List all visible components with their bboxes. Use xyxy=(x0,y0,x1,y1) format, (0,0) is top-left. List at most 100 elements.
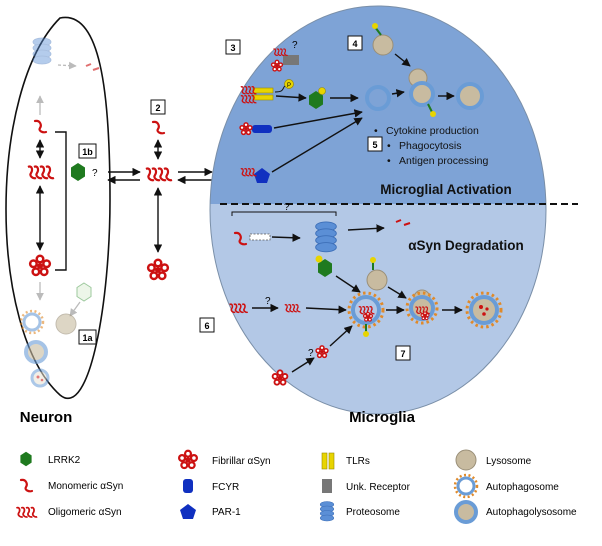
neuron-lrrk2-question: ? xyxy=(92,168,98,179)
degradation-bracket-question: ? xyxy=(284,202,290,213)
par1-icon xyxy=(180,504,196,519)
legend-item-fcyr: FCYR xyxy=(183,479,239,493)
neuron-arrow-lrrk2-lyso xyxy=(69,301,81,317)
neuron-light-lrrk2 xyxy=(76,282,92,302)
lrrk2-icon xyxy=(20,451,32,467)
legend-item-par1: PAR-1 xyxy=(180,504,241,519)
arrow-proteosome-out xyxy=(347,224,385,233)
legend-label-monomer: Monomeric αSyn xyxy=(48,481,123,492)
degradation-bracket xyxy=(231,211,337,216)
dashed-transport xyxy=(249,233,271,241)
legend-item-oligomer: Oligomeric αSyn xyxy=(15,506,122,518)
fibril-entry-question: ? xyxy=(308,348,314,359)
arrow-par1-to-activation xyxy=(271,117,363,173)
arrow-lrrk2-down xyxy=(335,275,361,293)
arrow-lyso-to-fusion xyxy=(394,53,411,67)
tlr-icon xyxy=(321,452,335,470)
activation-list-bullet-3: • xyxy=(387,155,391,167)
legend-item-lysosome: Lysosome xyxy=(455,449,532,471)
par1-complex xyxy=(240,168,270,183)
marker-4: 4 xyxy=(352,39,357,49)
activation-lysosome xyxy=(372,23,394,56)
marker-1a: 1a xyxy=(82,333,93,343)
legend-label-fcyr: FCYR xyxy=(212,482,239,493)
neuron-membrane xyxy=(5,16,111,399)
legend-label-autophagolysosome: Autophagolysosome xyxy=(486,507,577,518)
degradation-proteosome xyxy=(315,221,337,253)
asyn-degradation-label: αSyn Degradation xyxy=(408,238,524,253)
neuron-lysosome xyxy=(55,313,77,335)
activation-list: • Cytokine production • Phagocytosis • A… xyxy=(374,125,488,167)
microglia-cell xyxy=(209,5,547,415)
extra-fibril xyxy=(146,258,170,281)
microglia-label: Microglia xyxy=(349,409,416,426)
arrow-fcyr-to-activation xyxy=(273,109,363,129)
neuron-monomer xyxy=(33,119,48,134)
neuron-oligomer xyxy=(26,165,56,180)
marker-6: 6 xyxy=(204,321,209,331)
marker-2: 2 xyxy=(155,103,160,113)
activation-list-bullet-1: • xyxy=(374,125,378,137)
marker-1b: 1b xyxy=(82,147,93,157)
legend: LRRK2 Monomeric αSyn Oligomeric αSyn Fib… xyxy=(15,449,577,524)
degraded-fragments xyxy=(395,219,411,226)
legend-item-autophagolysosome: Autophagolysosome xyxy=(454,500,577,524)
activation-autophagosome xyxy=(365,85,391,111)
marker-1b-box xyxy=(78,143,97,159)
unk-receptor-icon xyxy=(322,479,332,493)
neuron-fibril xyxy=(28,254,52,277)
legend-label-lysosome: Lysosome xyxy=(486,456,532,467)
neuron-fragments xyxy=(85,63,100,71)
marker-4-box xyxy=(347,35,363,51)
extra-oligomer xyxy=(144,167,174,182)
legend-label-unk-receptor: Unk. Receptor xyxy=(346,482,411,493)
degradation-lysosome xyxy=(366,257,388,291)
marker-5-box xyxy=(367,136,383,152)
activation-fusion xyxy=(408,68,436,117)
legend-label-fibril: Fibrillar αSyn xyxy=(212,456,271,467)
legend-label-proteosome: Proteosome xyxy=(346,507,400,518)
activation-list-item-2: Phagocytosis xyxy=(399,140,461,152)
degradation-autophagosome xyxy=(347,291,385,337)
marker-5: 5 xyxy=(372,140,377,150)
proteosome-icon xyxy=(319,501,335,522)
legend-item-tlr: TLRs xyxy=(321,452,370,470)
tlr-complex: P xyxy=(240,79,294,104)
legend-label-autophagosome: Autophagosome xyxy=(486,482,559,493)
degradation-lrrk2 xyxy=(315,255,332,277)
arrow-fibril-entry xyxy=(291,357,315,373)
legend-item-unk-receptor: Unk. Receptor xyxy=(322,479,411,493)
legend-item-fibril: Fibrillar αSyn xyxy=(178,449,271,470)
marker-3-box xyxy=(225,39,241,55)
arrow-oligomer-to-autophagosome xyxy=(305,305,347,314)
extra-monomer xyxy=(151,120,166,135)
autophagolysosome-icon xyxy=(454,500,478,524)
legend-label-oligomer: Oligomeric αSyn xyxy=(48,507,122,518)
marker-1a-box xyxy=(78,329,97,345)
oligomer-icon xyxy=(15,506,39,518)
autophagosome-icon xyxy=(453,473,479,499)
legend-item-autophagosome: Autophagosome xyxy=(453,473,559,499)
monomer-icon xyxy=(19,478,34,493)
fcyr-icon xyxy=(183,479,193,493)
degradation-final-vesicle xyxy=(465,291,503,329)
neuron-degraded xyxy=(30,368,50,388)
activation-list-bullet-2: • xyxy=(387,140,391,152)
neuron-label: Neuron xyxy=(20,409,73,426)
fibril-icon xyxy=(178,449,198,470)
legend-item-monomer: Monomeric αSyn xyxy=(19,478,123,493)
activation-list-item-3: Antigen processing xyxy=(399,155,488,167)
marker-6-box xyxy=(199,317,215,333)
arrow-to-proteosome xyxy=(271,233,301,242)
degradation-fused-vesicle xyxy=(405,289,439,325)
unk-receptor-question: ? xyxy=(292,40,298,51)
neuron-autophagosome xyxy=(19,309,45,335)
neuron-autophagolysosome xyxy=(24,340,48,364)
marker-7-box xyxy=(395,345,411,361)
marker-2-box xyxy=(150,99,166,115)
arrow-fibril-to-autophagosome xyxy=(329,325,353,347)
arrow-lysosome-down xyxy=(387,286,407,299)
microglial-activation-label: Microglial Activation xyxy=(380,182,512,197)
legend-item-lrrk2: LRRK2 xyxy=(20,451,81,467)
